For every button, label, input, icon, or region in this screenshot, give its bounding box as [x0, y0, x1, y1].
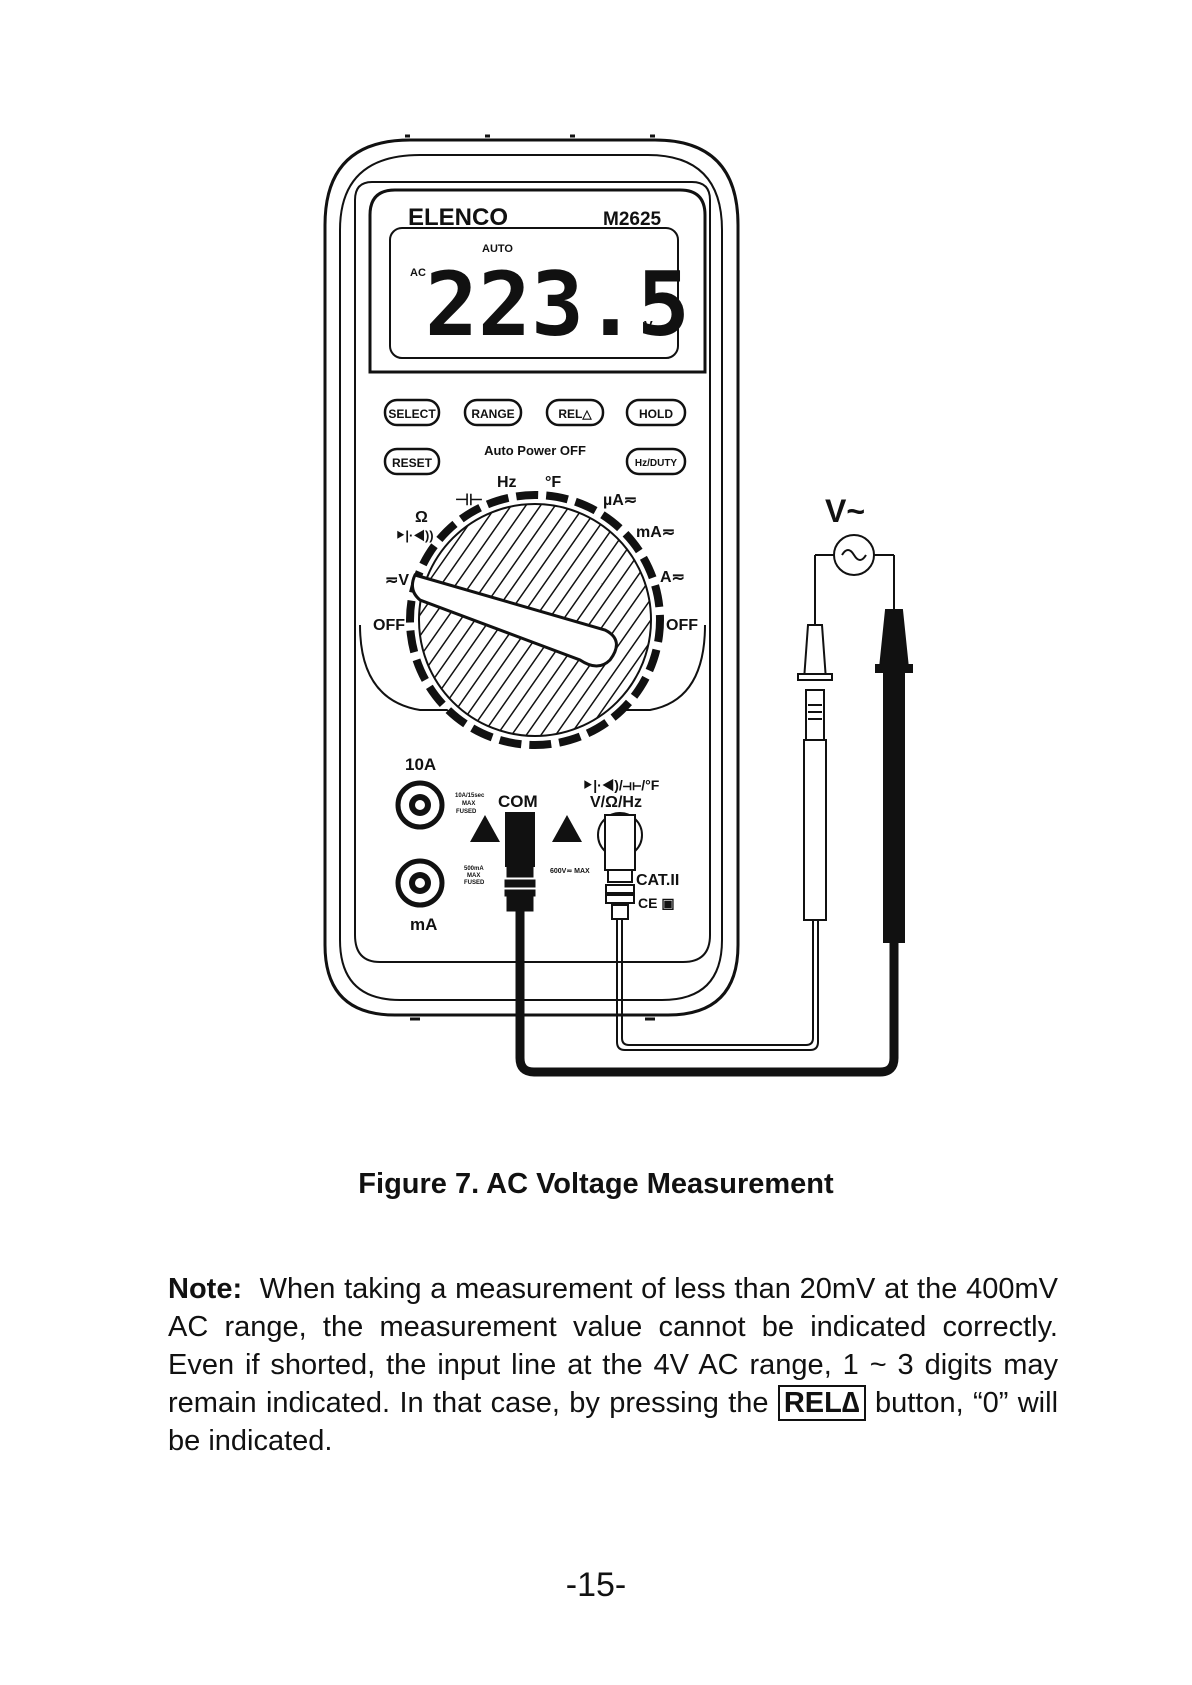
note-text-before: When taking a measurement of less than 2…	[168, 1273, 1058, 1419]
vohm-symbols: ⯈|·◀)/⊣⊢/°F	[582, 777, 660, 793]
svg-text:FUSED: FUSED	[464, 880, 485, 886]
figure-caption: Figure 7. AC Voltage Measurement	[358, 1168, 834, 1200]
dial-degf: °F	[545, 474, 561, 491]
svg-text:HOLD: HOLD	[639, 407, 673, 421]
svg-text:10A/15sec: 10A/15sec	[455, 793, 485, 799]
dial-ma: mA≂	[636, 524, 675, 541]
display-panel: ELENCO M2625 AUTO AC 223.5 V	[368, 188, 707, 374]
note-label: Note:	[168, 1273, 243, 1305]
svg-text:600V≂ MAX: 600V≂ MAX	[550, 868, 590, 875]
probe-plugs	[504, 866, 635, 920]
auto-power-off-label: Auto Power OFF	[484, 443, 586, 458]
hz-duty-button[interactable]	[625, 447, 687, 476]
svg-text:MAX: MAX	[462, 801, 475, 807]
rotary-dial[interactable]: OFF ≂V Ω ⯈|·◀)) ⊣⊢ Hz °F µA≂ mA≂ A≂ OFF	[359, 474, 706, 749]
svg-text:SELECT: SELECT	[388, 407, 436, 421]
black-probe	[875, 555, 913, 943]
range-button[interactable]	[463, 398, 523, 427]
dial-pointer	[410, 573, 618, 668]
dial-hz: Hz	[497, 474, 517, 491]
red-probe	[797, 555, 833, 921]
svg-text:RESET: RESET	[392, 456, 433, 470]
input-jacks: 10A 10A/15sec MAX FUSED 500mA MAX FUSED …	[395, 755, 679, 934]
dial-volts: ≂V	[385, 572, 409, 589]
svg-text:Hz/DUTY: Hz/DUTY	[635, 458, 678, 469]
meter-body	[323, 134, 740, 1021]
vohm-label: V/Ω/Hz	[590, 794, 642, 811]
test-leads	[515, 640, 899, 1077]
warning-icon	[552, 815, 582, 842]
dial-ohm: Ω	[415, 509, 428, 526]
unit-indicator: V	[644, 318, 653, 333]
com-label: COM	[498, 792, 538, 811]
jack-ma-label: mA	[410, 915, 437, 934]
button-panel: SELECT RANGE REL△ HOLD RESET Hz/DUTY Aut…	[383, 398, 687, 476]
svg-text:500mA: 500mA	[464, 866, 484, 872]
multimeter-figure: ELENCO M2625 AUTO AC 223.5 V SELECT RANG…	[323, 134, 913, 1077]
select-button[interactable]	[383, 398, 441, 427]
dial-ua: µA≂	[603, 492, 637, 509]
ac-indicator: AC	[410, 267, 426, 279]
ce-mark: CE ▣	[638, 895, 675, 911]
svg-text:MAX: MAX	[467, 873, 480, 879]
source-label: V~	[825, 493, 865, 529]
auto-indicator: AUTO	[482, 243, 513, 255]
ac-source	[815, 534, 894, 576]
jack-10a-label: 10A	[405, 755, 436, 774]
svg-text:FUSED: FUSED	[456, 809, 477, 815]
lcd-reading: 223.5	[425, 253, 690, 356]
dial-off-left: OFF	[373, 617, 405, 634]
dial-a: A≂	[660, 569, 685, 586]
note-paragraph: Note: When taking a measurement of less …	[168, 1270, 1058, 1460]
hold-button[interactable]	[625, 398, 687, 427]
warning-icon	[470, 815, 500, 842]
rel-button[interactable]	[545, 398, 605, 427]
model-label: M2625	[603, 209, 662, 230]
svg-text:REL△: REL△	[558, 407, 592, 421]
dial-off-right: OFF	[666, 617, 698, 634]
rel-button-reference: REL∆	[777, 1385, 866, 1421]
svg-text:RANGE: RANGE	[471, 407, 514, 421]
cat-label: CAT.II	[636, 872, 679, 889]
dial-capacitance: ⊣⊢	[455, 492, 483, 509]
dial-diode: ⯈|·◀))	[395, 528, 434, 543]
reset-button[interactable]	[383, 447, 441, 476]
page-number: -15-	[565, 1566, 627, 1604]
brand-logo: ELENCO	[408, 204, 508, 231]
note-text-after: button, “0” will be indicated.	[168, 1387, 1059, 1457]
com-jack[interactable]	[505, 812, 535, 867]
